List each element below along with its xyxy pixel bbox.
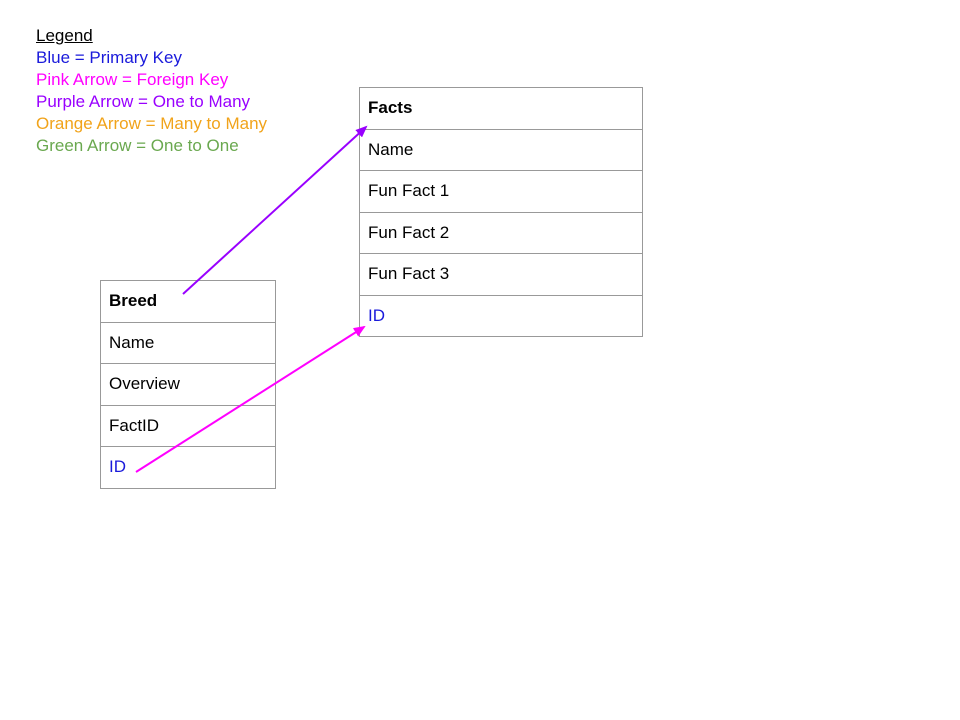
facts-field-fun-fact-3: Fun Fact 3: [359, 253, 643, 296]
facts-field-id: ID: [359, 294, 643, 337]
legend-entry-one-to-many: Purple Arrow = One to Many: [36, 92, 251, 111]
facts-table: Facts Name Fun Fact 1 Fun Fact 2 Fun Fac…: [359, 87, 643, 337]
breed-table-title: Breed: [100, 280, 276, 323]
legend-entry-primary-key: Blue = Primary Key: [36, 48, 182, 67]
legend-entry-one-to-one: Green Arrow = One to One: [36, 136, 239, 155]
facts-field-fun-fact-2: Fun Fact 2: [359, 211, 643, 254]
legend-entry-many-to-many: Orange Arrow = Many to Many: [36, 114, 268, 133]
breed-field-name: Name: [100, 321, 276, 364]
legend: Legend Blue = Primary Key Pink Arrow = F…: [36, 25, 267, 157]
breed-table: Breed Name Overview FactID ID: [100, 280, 276, 489]
facts-field-fun-fact-1: Fun Fact 1: [359, 170, 643, 213]
facts-field-name: Name: [359, 128, 643, 171]
facts-table-title: Facts: [359, 87, 643, 130]
legend-entry-foreign-key: Pink Arrow = Foreign Key: [36, 70, 229, 89]
breed-field-factid: FactID: [100, 404, 276, 447]
breed-field-overview: Overview: [100, 363, 276, 406]
legend-title: Legend: [36, 26, 93, 45]
breed-field-id: ID: [100, 446, 276, 489]
